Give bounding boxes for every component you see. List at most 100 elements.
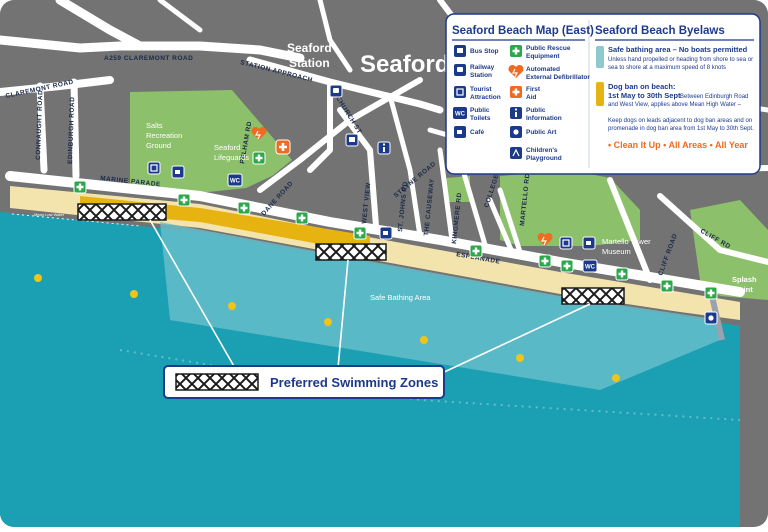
legend-public-art-label: Public Art [526,129,557,136]
legend-rescue-icon [510,45,522,57]
road-label-edinburgh: EDINBURGH ROAD [67,97,76,165]
legend-railway-label-2: Station [470,72,492,79]
legend-railway-label-1: Railway [470,64,495,71]
defibrillator-icon [537,232,553,246]
legend-first-aid-icon [510,86,522,98]
public-toilets-icon: WC [582,259,598,273]
legend-title: Seaford Beach Map (East) [452,25,594,37]
legend-public-art-icon [510,126,522,138]
salts-label-line2: Recreation [146,131,182,140]
dog-dates: 1st May to 30th Sept [608,91,681,100]
martello-green [500,170,640,246]
rescue-equipment-icon [252,151,266,165]
salts-label-line3: Ground [146,141,171,150]
dog-text-3: promenade in dog ban area from 1st May t… [608,126,754,132]
road-label-west-view: WEST VIEW [361,182,372,225]
legend-railway-icon [454,64,466,76]
cafe-icon [582,236,596,250]
green-patch [446,176,470,202]
town-label: Seaford [360,51,449,78]
tourist-attraction-icon [559,236,573,250]
road-label-connaught: CONNAUGHT ROAD [35,90,44,160]
dog-between: Between Edinburgh Road [680,94,748,100]
legend-wc-text: WC [455,112,466,118]
bus-stop-icon [345,133,359,147]
legend-information-label-2: Information [526,115,562,122]
legend-panel: Seaford Beach Map (East) Bus Stop Railwa… [445,13,761,175]
navy-icons: WC WC [147,84,718,325]
shoreline-dots [11,213,141,227]
first-aid-icon [275,139,291,155]
salts-recreation-ground [130,90,292,192]
rescue-equipment-icon [660,279,674,293]
legend-tourist-label-1: Tourist [470,86,492,93]
tourist-attraction-icon [147,161,161,175]
legend-bus-stop-label: Bus Stop [470,48,499,55]
lifeguards-label-line2: Lifeguards [214,153,249,162]
byelaws-title: Seaford Beach Byelaws [595,25,725,37]
safe-text-2: sea to shore at a maximum speed of 8 kno… [608,65,726,71]
station-label-line2: Station [289,56,330,70]
buoy [612,374,620,382]
legend-first-aid-label-2: Aid [526,94,537,101]
safe-bathing-area [160,222,720,390]
buoys [34,274,620,382]
defibrillator-icon [251,126,267,140]
legend-cafe-icon [454,126,466,138]
rescue-equipment-icon [538,254,552,268]
rescue-equipment-icon [237,201,251,215]
dog-title: Dog ban on beach: [608,82,676,91]
legend-toilets-label-2: Toilets [470,115,491,122]
rescue-equipment-icon [353,226,367,240]
legend-toilets-label-1: Public [470,107,490,114]
callout-label: Preferred Swimming Zones [270,375,438,390]
legend-information-label-1: Public [526,107,546,114]
legend-first-aid-label-1: First [526,86,541,93]
low-water-label: Mean Low Water [34,212,65,217]
legend-playground-label-1: Children's [526,147,558,154]
salts-label-line1: Salts [146,121,163,130]
cafe-icon [171,165,185,179]
rescue-equipment-icon [560,259,574,273]
legend-bus-stop-icon [454,45,466,57]
railway-station-icon [329,84,343,98]
information-icon [377,141,391,155]
legend-playground-label-2: Playground [526,155,562,162]
legend-defib-label-2: External Defibrillator [526,74,590,81]
swim-zone-marker-west [77,203,167,221]
swim-zone-key-icon [175,373,259,391]
road-label-a259: A259 CLAREMONT ROAD [104,55,193,62]
dog-text-1: and West View, applies above Mean High W… [608,102,742,108]
martello-label-line1: Martello Tower [602,237,651,246]
swim-zone-marker-east [561,287,625,305]
road-network [0,0,768,297]
rescue-equipment-icon [295,211,309,225]
wc-text: WC [230,179,241,185]
splash-label-line2: Point [734,285,753,294]
preferred-swimming-callout: Preferred Swimming Zones [163,365,445,399]
dog-ban-swatch [596,82,604,106]
buoy [516,354,524,362]
rescue-equipment-icon [73,180,87,194]
splash-label-line1: Splash [732,275,757,284]
legend-toilets-icon: WC [453,107,467,119]
legend-playground-icon [510,147,522,159]
martello-label-line2: Museum [602,247,631,256]
legend-rescue-label-1: Public Rescue [526,45,571,52]
buoy [420,336,428,344]
buoy [34,274,42,282]
buoy [324,318,332,326]
legend-tourist-label-2: Attraction [470,94,501,101]
safe-text-1: Unless hand propelled or heading from sh… [608,57,753,63]
rescue-equipment-icon [704,286,718,300]
legend-defib-label-1: Automated [526,66,560,73]
dog-text-2: Keep dogs on leads adjacent to dog ban a… [608,118,752,124]
rescue-equipment-icon [615,267,629,281]
legend-tourist-icon [454,86,466,98]
safe-title: Safe bathing area – No boats permitted [608,45,748,54]
safe-bathing-label: Safe Bathing Area [370,293,431,302]
wc-text: WC [585,265,596,271]
rescue-equipment-icon [177,193,191,207]
